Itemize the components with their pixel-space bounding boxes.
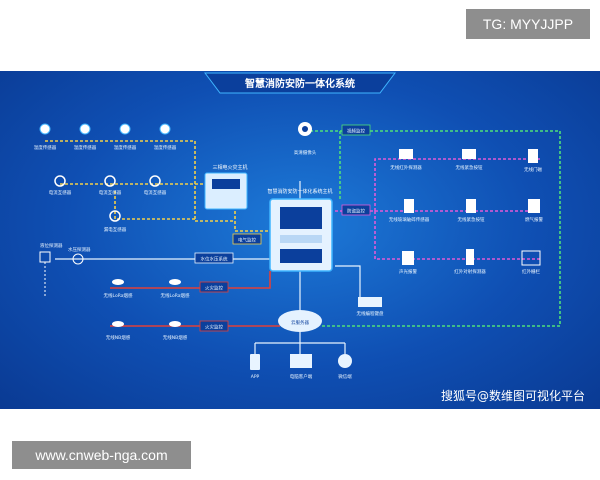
cloud: 云服务器 bbox=[278, 310, 322, 332]
lora-smoke-1: 无线LoRa烟感 bbox=[104, 279, 133, 299]
green-lines bbox=[305, 130, 561, 327]
diagram-security_devices-door_magnet-label: 无线门磁 bbox=[524, 166, 542, 173]
diagram-camera-label: 高清摄像头 bbox=[294, 149, 317, 156]
red-lines bbox=[110, 271, 280, 327]
water-detector-icon bbox=[39, 251, 51, 263]
title-banner bbox=[204, 72, 396, 94]
temp-sensor-4: 温度传感器 bbox=[154, 123, 177, 151]
diagram-current_sensors-2-label: 电流互感器 bbox=[144, 189, 167, 196]
diagram-leak_sensor-label: 漏电互感器 bbox=[104, 226, 127, 233]
temp-sensor-3: 温度传感器 bbox=[114, 123, 137, 151]
security-fence: 红外栅栏 bbox=[521, 250, 541, 275]
diagram-temp_sensors-0-label: 温度传感器 bbox=[34, 144, 57, 151]
white-lines bbox=[55, 181, 361, 354]
diagram-lora_smoke-0-label: 无线LoRa烟感 bbox=[104, 292, 133, 299]
diagram-security_devices-red_detector-label: 无线红外探测器 bbox=[390, 164, 422, 171]
client-app: APP bbox=[250, 354, 260, 380]
tag-bottom: www.cnweb-nga.com bbox=[12, 441, 191, 469]
edge-labels: 视频监控 防盗监控 电气监控 水位水压系统 火灾监控 火灾监控 bbox=[194, 124, 371, 332]
diagram-lora_smoke-1-label: 无线LoRa烟感 bbox=[161, 292, 190, 299]
smoke-sensors: 无线LoRa烟感 无线LoRa烟感 无线NB烟感 无线NB烟感 bbox=[104, 279, 190, 341]
camera: 高清摄像头 bbox=[294, 122, 317, 156]
diagram-temp_sensors-2-label: 温度传感器 bbox=[114, 144, 137, 151]
current-sensors: 电流互感器 电流互感器 电流互感器 漏电互感器 bbox=[49, 175, 167, 233]
main-host: 智慧消防安防一体化系统主机 bbox=[267, 188, 333, 272]
diagram-panel: 智慧消防安防一体化系统 bbox=[0, 71, 600, 409]
water-pressure-icon bbox=[72, 253, 84, 265]
fire-host: 三相电火灾主机 bbox=[204, 164, 248, 210]
system-diagram: 智慧消防安防一体化系统 bbox=[34, 72, 561, 380]
diagram-security_devices-beam-label: 红外对射探测器 bbox=[454, 268, 486, 275]
yellow-lines bbox=[45, 140, 270, 232]
water-detector-label: 液位探测器 bbox=[40, 242, 63, 249]
edge-security-monitor: 防盗监控 bbox=[347, 208, 365, 215]
diagram-current_sensors-0-label: 电流互感器 bbox=[49, 189, 72, 196]
nb-smoke-1: 无线NB烟感 bbox=[106, 321, 131, 341]
security-gas: 燃气报警 bbox=[525, 199, 543, 223]
water-pressure-label: 水压探测器 bbox=[68, 246, 91, 253]
temp-sensor-1: 温度传感器 bbox=[34, 123, 57, 151]
diagram-clients-2-label: 微信端 bbox=[338, 373, 352, 380]
keyboard: 无线编程键盘 bbox=[357, 297, 384, 317]
leak-sensor: 漏电互感器 bbox=[104, 210, 127, 233]
diagram-title: 智慧消防安防一体化系统 bbox=[245, 77, 355, 90]
tag-top: TG: MYYJJPP bbox=[466, 9, 590, 39]
temp-sensor-2: 温度传感器 bbox=[74, 123, 97, 151]
diagram-temp_sensors-1-label: 温度传感器 bbox=[74, 144, 97, 151]
current-sensor-1: 电流互感器 bbox=[49, 175, 72, 196]
security-beam: 红外对射探测器 bbox=[454, 249, 486, 275]
nb-smoke-2: 无线NB烟感 bbox=[163, 321, 188, 341]
diagram-clients-1-label: 电脑客户端 bbox=[290, 373, 313, 380]
client-pc: 电脑客户端 bbox=[290, 354, 313, 380]
diagram-current_sensors-1-label: 电流互感器 bbox=[99, 189, 122, 196]
clients: APP 电脑客户端 微信端 bbox=[250, 354, 352, 380]
diagram-clients-0-label: APP bbox=[251, 374, 260, 380]
water-detectors: 液位探测器 水压探测器 bbox=[39, 242, 91, 296]
diagram-security_devices-emergency_btn-label: 无线紧急按钮 bbox=[456, 164, 483, 171]
diagram-temp_sensors-3-label: 温度传感器 bbox=[154, 144, 177, 151]
diagram-nb_smoke-1-label: 无线NB烟感 bbox=[163, 334, 188, 341]
current-sensor-3: 电流互感器 bbox=[144, 175, 167, 196]
edge-fire-monitor-1: 火灾监控 bbox=[205, 285, 223, 292]
security-emergency-btn: 无线紧急按钮 bbox=[456, 149, 483, 171]
lora-smoke-2: 无线LoRa烟感 bbox=[161, 279, 190, 299]
edge-water-system: 水位水压系统 bbox=[201, 256, 228, 263]
security-siren: 声光报警 bbox=[399, 251, 417, 275]
diagram-security_devices-siren-label: 声光报警 bbox=[399, 268, 417, 275]
diagram-nb_smoke-0-label: 无线NB烟感 bbox=[106, 334, 131, 341]
diagram-security_devices-fence-label: 红外栅栏 bbox=[522, 268, 540, 275]
temp-sensors: 温度传感器 温度传感器 温度传感器 温度传感器 bbox=[34, 123, 177, 151]
security-red-detector: 无线红外探测器 bbox=[390, 149, 422, 171]
security-glass-break: 无线玻璃破碎传感器 bbox=[389, 199, 430, 223]
diagram-cloud-label: 云服务器 bbox=[291, 319, 309, 326]
diagram-fire_host-label: 三相电火灾主机 bbox=[212, 164, 247, 171]
security-remote: 无线紧急按钮 bbox=[458, 199, 485, 223]
client-wechat: 微信端 bbox=[338, 354, 352, 380]
edge-video-monitor: 视频监控 bbox=[347, 128, 365, 135]
watermark: 搜狐号@数维图可视化平台 bbox=[441, 389, 586, 403]
diagram-keyboard-label: 无线编程键盘 bbox=[357, 310, 384, 317]
security-devices: 无线红外探测器 无线紧急按钮 无线门磁 无线玻璃破碎传感器 无线紧急按钮 燃气报… bbox=[389, 149, 543, 275]
diagram-security_devices-remote-label: 无线紧急按钮 bbox=[458, 216, 485, 223]
edge-fire-monitor-2: 火灾监控 bbox=[205, 324, 223, 331]
diagram-main_host-label: 智慧消防安防一体化系统主机 bbox=[267, 188, 332, 195]
diagram-security_devices-gas-label: 燃气报警 bbox=[525, 216, 543, 223]
current-sensor-2: 电流互感器 bbox=[99, 175, 122, 196]
edge-electric-monitor: 电气监控 bbox=[238, 237, 256, 244]
security-door-magnet: 无线门磁 bbox=[524, 149, 542, 173]
diagram-security_devices-glass_break-label: 无线玻璃破碎传感器 bbox=[389, 216, 430, 223]
